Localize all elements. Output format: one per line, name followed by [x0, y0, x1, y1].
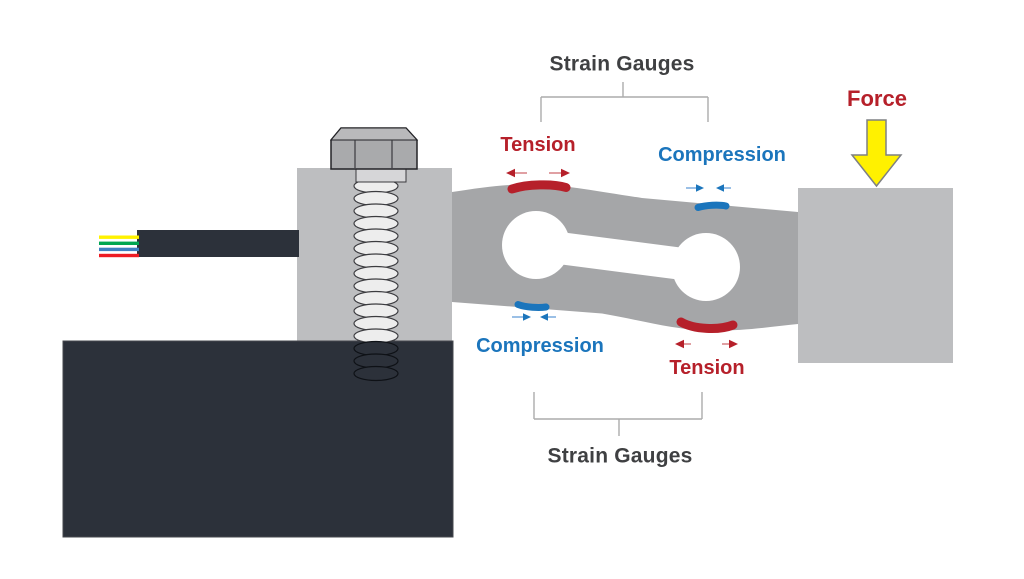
load-block [798, 188, 953, 363]
tension-arrows-top-icon [506, 168, 570, 178]
tension-label-bottom: Tension [669, 357, 745, 379]
bottom-bracket [533, 392, 703, 436]
compression-gauge-top [694, 201, 730, 211]
compression-label-top: Compression [658, 144, 786, 166]
compression-arrows-top-icon [686, 184, 731, 192]
wire-green [99, 241, 139, 245]
force-label: Force [847, 86, 907, 111]
tension-label-top: Tension [500, 134, 576, 156]
cable [137, 230, 299, 257]
bolt-thread-icon [353, 178, 399, 382]
compression-label-bottom: Compression [476, 335, 604, 357]
force-arrow-icon [850, 119, 903, 188]
strain-gauges-title-bottom: Strain Gauges [547, 444, 693, 468]
compression-arrows-bottom-icon [512, 313, 556, 321]
compression-gauge-bottom [514, 301, 550, 311]
cable-wires-icon [99, 235, 139, 258]
strain-gauges-title-top: Strain Gauges [549, 52, 695, 76]
wire-yellow [99, 235, 139, 239]
tension-gauge-top [507, 180, 571, 194]
tension-gauge-bottom [676, 317, 738, 333]
top-bracket [540, 82, 709, 122]
wire-red [99, 253, 139, 258]
bolt-head-icon [329, 127, 419, 183]
wire-blue [99, 247, 139, 252]
dumbbell-cutout [502, 211, 740, 301]
tension-arrows-bottom-icon [675, 339, 738, 349]
